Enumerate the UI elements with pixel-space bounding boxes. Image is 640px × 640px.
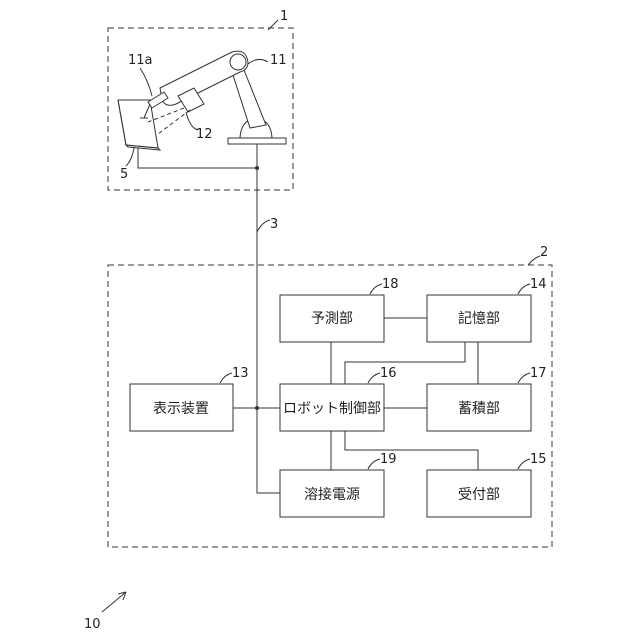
block-display: 表示装置 <box>130 384 233 431</box>
system-number: 10 <box>84 617 101 632</box>
prediction-leader <box>370 284 382 294</box>
reception-leader <box>518 459 530 469</box>
robot-unit-number: 1 <box>280 9 288 24</box>
display-leader <box>220 373 232 383</box>
prediction-number: 18 <box>382 277 399 292</box>
ground-wire <box>138 148 257 168</box>
cable-number: 3 <box>270 217 278 232</box>
block-storage: 記憶部 <box>427 295 531 342</box>
block-robot-control: ロボット制御部 <box>280 384 384 431</box>
block-accumulation-label: 蓄積部 <box>458 401 500 417</box>
controller-leader <box>528 256 540 265</box>
block-storage-label: 記憶部 <box>458 310 500 327</box>
sensor-number: 12 <box>196 127 213 142</box>
display-junction-dot <box>255 406 259 410</box>
block-display-label: 表示装置 <box>153 401 209 417</box>
accumulation-number: 17 <box>530 366 547 381</box>
block-reception-label: 受付部 <box>458 487 500 503</box>
storage-number: 14 <box>530 277 547 292</box>
storage-leader <box>518 284 530 294</box>
workpiece-leader <box>126 148 134 166</box>
robot-control-number: 16 <box>380 366 397 381</box>
workpiece-number: 5 <box>120 167 128 182</box>
block-prediction-label: 予測部 <box>311 311 353 327</box>
accumulation-leader <box>518 373 530 383</box>
controller-number: 2 <box>540 245 548 260</box>
arm-number: 11 <box>270 53 287 68</box>
block-prediction: 予測部 <box>280 295 384 342</box>
torch-leader <box>140 68 152 96</box>
welding-power-leader <box>368 459 380 469</box>
display-number: 13 <box>232 366 249 381</box>
block-reception: 受付部 <box>427 470 531 517</box>
block-accumulation: 蓄積部 <box>427 384 531 431</box>
cable-leader <box>257 220 270 232</box>
arm-leader <box>248 59 268 64</box>
welding-power-number: 19 <box>380 452 397 467</box>
torch-number: 11a <box>128 53 153 68</box>
block-welding-power-label: 溶接電源 <box>304 486 360 503</box>
reception-number: 15 <box>530 452 547 467</box>
system-arrow <box>102 592 126 612</box>
block-welding-power: 溶接電源 <box>280 470 384 517</box>
block-robot-control-label: ロボット制御部 <box>283 401 381 417</box>
robot-control-leader <box>368 373 380 383</box>
